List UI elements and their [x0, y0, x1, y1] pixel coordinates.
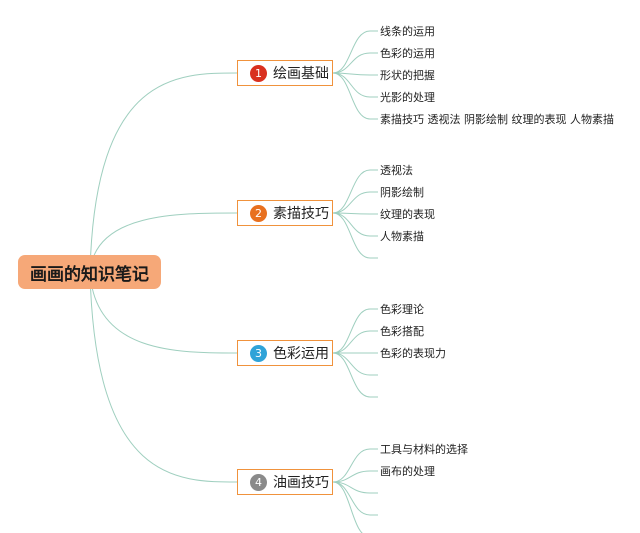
leaf-item[interactable]: 线条的运用 [380, 25, 435, 38]
leaf-item[interactable]: 光影的处理 [380, 91, 435, 104]
branch-to-leaf-line [332, 352, 378, 376]
leaf-item[interactable]: 色彩理论 [380, 303, 424, 316]
branch-to-leaf-line [332, 330, 378, 354]
branch-to-leaf-line [332, 72, 378, 120]
branch-node-2[interactable]: 2 素描技巧 [237, 200, 333, 226]
branch-to-leaf-line [332, 212, 378, 215]
branch-to-leaf-line [332, 72, 378, 98]
branch-to-leaf-line [332, 30, 378, 74]
leaf-item[interactable]: 工具与材料的选择 [380, 443, 468, 456]
number-badge: 1 [250, 64, 267, 82]
leaf-item[interactable]: 纹理的表现 [380, 208, 435, 221]
leaf-item[interactable]: 色彩的运用 [380, 47, 435, 60]
leaf-item[interactable]: 形状的把握 [380, 69, 435, 82]
branch-node-3[interactable]: 3 色彩运用 [237, 340, 333, 366]
root-to-branch-line [89, 212, 238, 273]
branch-to-leaf-line [332, 191, 378, 214]
leaf-item[interactable]: 透视法 [380, 164, 413, 177]
root-to-branch-line [89, 271, 238, 483]
root-node[interactable]: 画画的知识笔记 [18, 255, 161, 289]
branch-to-leaf-line [332, 72, 378, 76]
leaf-item[interactable]: 素描技巧 透视法 阴影绘制 纹理的表现 人物素描 [380, 113, 614, 126]
root-label: 画画的知识笔记 [30, 264, 149, 285]
branch-node-4[interactable]: 4 油画技巧 [237, 469, 333, 495]
branch-to-leaf-line [332, 212, 378, 237]
branch-to-leaf-line [332, 352, 378, 398]
number-badge: 4 [250, 473, 267, 491]
branch-label: 绘画基础 [273, 66, 329, 82]
leaf-item[interactable]: 阴影绘制 [380, 186, 424, 199]
branch-to-leaf-line [332, 52, 378, 74]
leaf-item[interactable]: 画布的处理 [380, 465, 435, 478]
branch-to-leaf-line [332, 481, 378, 494]
branch-to-leaf-line [332, 212, 378, 259]
branch-to-leaf-line [332, 169, 378, 214]
leaf-item[interactable]: 色彩搭配 [380, 325, 424, 338]
leaf-item[interactable]: 人物素描 [380, 230, 424, 243]
branch-to-leaf-line [332, 308, 378, 354]
branch-label: 油画技巧 [273, 475, 329, 491]
root-to-branch-line [89, 271, 238, 354]
branch-label: 色彩运用 [273, 346, 329, 362]
branch-to-leaf-line [332, 470, 378, 483]
branch-label: 素描技巧 [273, 206, 329, 222]
branch-node-1[interactable]: 1 绘画基础 [237, 60, 333, 86]
leaf-item[interactable]: 色彩的表现力 [380, 347, 446, 360]
branch-to-leaf-line [332, 448, 378, 483]
branch-to-leaf-line [332, 481, 378, 516]
branch-to-leaf-line [332, 481, 364, 533]
number-badge: 2 [250, 204, 267, 222]
number-badge: 3 [250, 344, 267, 362]
root-to-branch-line [89, 72, 238, 273]
